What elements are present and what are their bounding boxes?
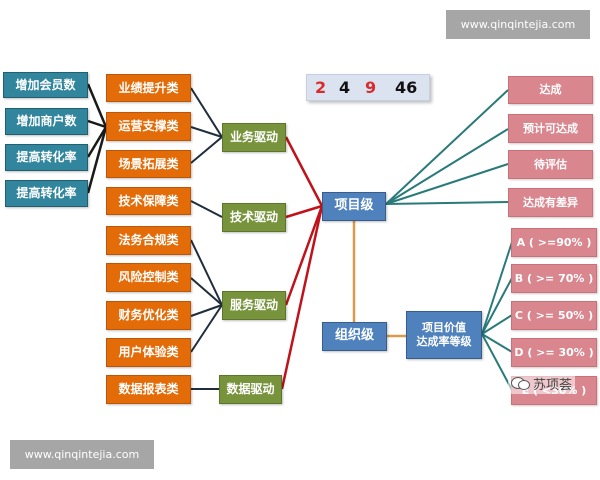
counter-digit-3: 9 (365, 78, 377, 97)
driver-box-business: 业务驱动 (222, 123, 286, 152)
category-box: 法务合规类 (106, 226, 191, 255)
wechat-watermark: 苏项荟 (508, 372, 576, 394)
status-box: 达成 (508, 76, 593, 104)
value-rate-box: 项目价值 达成率等级 (406, 311, 482, 359)
org-level-box: 组织级 (322, 322, 387, 351)
counter-display: 2 4 9 46 (306, 74, 430, 101)
grade-box: D ( >= 30% ) (511, 338, 597, 367)
category-box: 业绩提升类 (106, 74, 191, 102)
goal-box: 提高转化率 (5, 144, 88, 171)
status-box: 达成有差异 (508, 188, 593, 217)
counter-digit-4: 46 (395, 78, 418, 97)
category-box: 数据报表类 (106, 375, 191, 404)
category-box: 财务优化类 (106, 301, 191, 330)
value-rate-line-2: 达成率等级 (416, 335, 472, 348)
goal-box: 增加商户数 (5, 108, 88, 135)
category-box: 运营支撑类 (106, 112, 191, 141)
category-box: 风险控制类 (106, 263, 191, 292)
driver-box-tech: 技术驱动 (222, 203, 286, 232)
watermark-bottom-left: www.qinqintejia.com (10, 440, 154, 469)
category-box: 技术保障类 (106, 187, 191, 215)
counter-digit-2: 4 (339, 78, 351, 97)
project-level-box: 项目级 (322, 192, 386, 221)
watermark-top-right: www.qinqintejia.com (446, 10, 590, 39)
counter-digit-1: 2 (315, 78, 327, 97)
status-box: 预计可达成 (508, 114, 593, 143)
grade-box: B ( >= 70% ) (511, 264, 597, 293)
driver-box-service: 服务驱动 (222, 291, 286, 320)
category-box: 用户体验类 (106, 338, 191, 367)
driver-box-data: 数据驱动 (219, 375, 282, 404)
category-box: 场景拓展类 (106, 150, 191, 178)
value-rate-line-1: 项目价值 (422, 321, 466, 335)
wechat-icon (511, 376, 530, 390)
goal-box: 提高转化率 (5, 180, 88, 207)
grade-box: A ( >=90% ) (511, 228, 597, 257)
wechat-watermark-text: 苏项荟 (533, 377, 573, 393)
goal-box: 增加会员数 (3, 72, 88, 98)
grade-box: C ( >= 50% ) (511, 301, 597, 330)
status-box: 待评估 (508, 150, 593, 179)
